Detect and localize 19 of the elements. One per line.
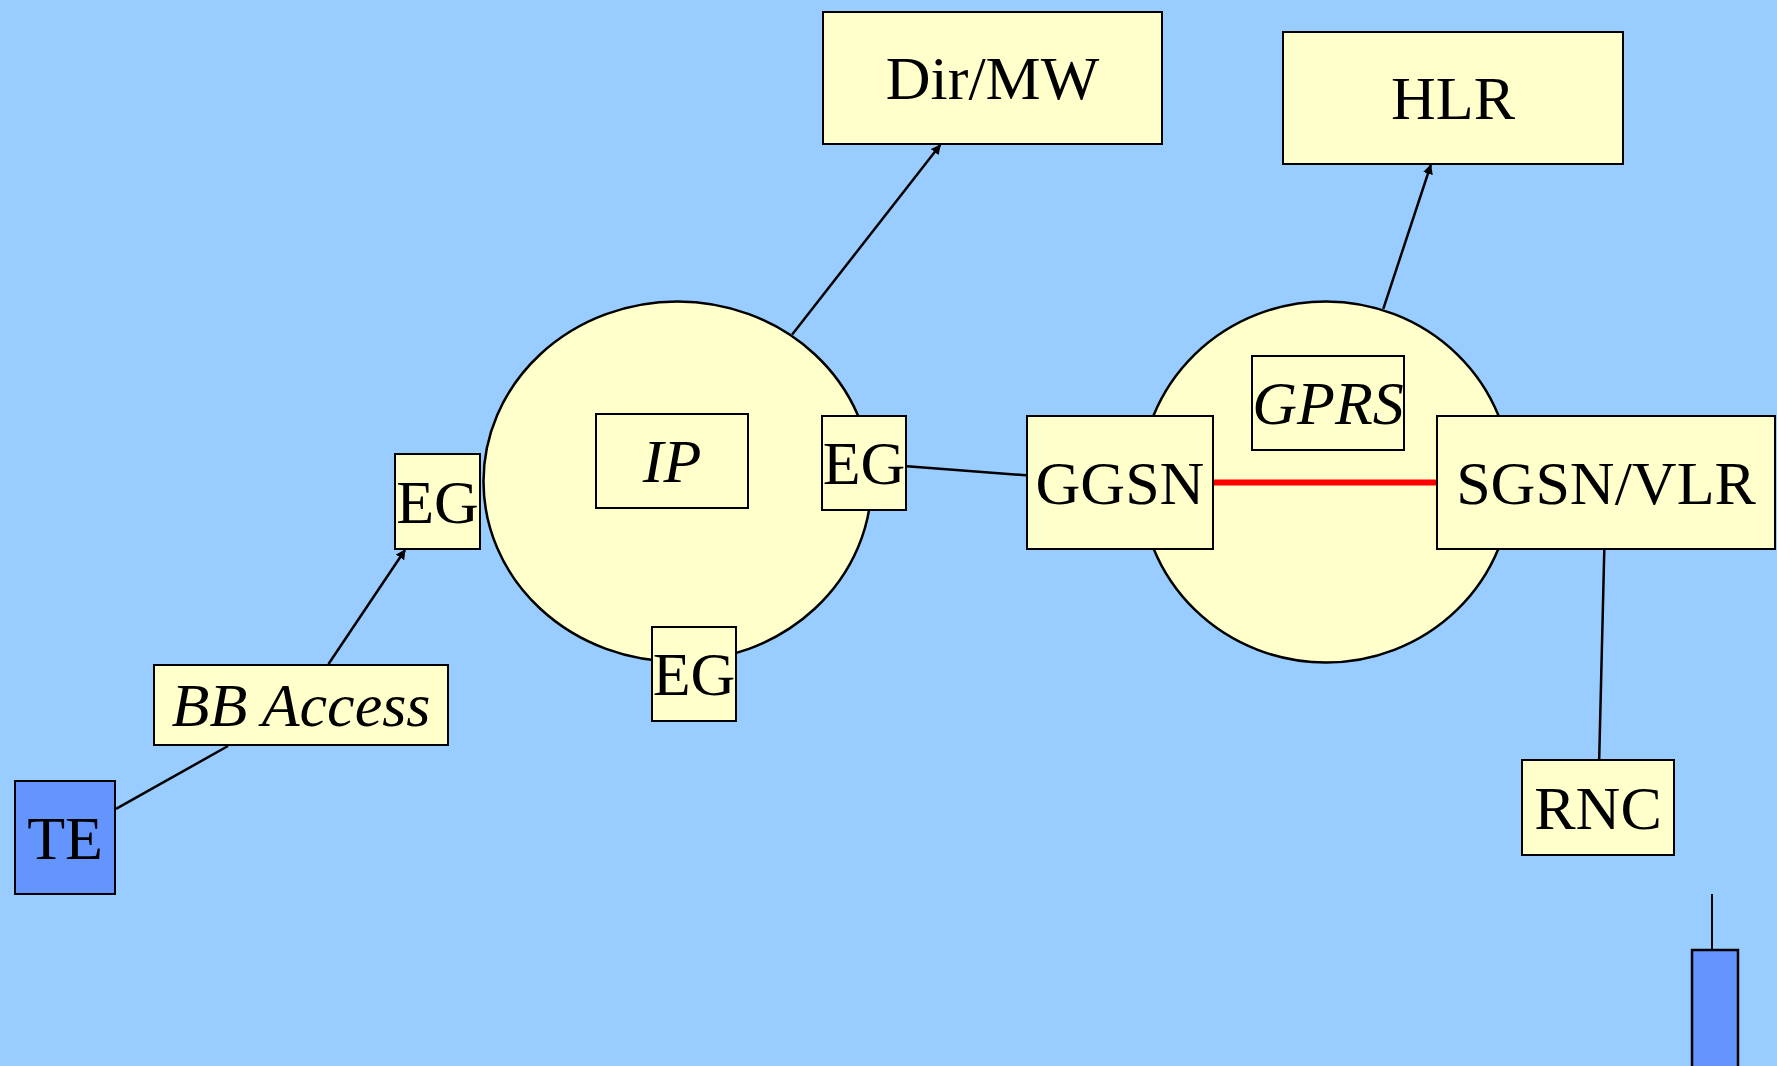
arrow xyxy=(791,144,942,336)
network-element-box: BB Access xyxy=(153,664,449,746)
connector-line xyxy=(115,744,229,810)
connector-line xyxy=(906,465,1027,477)
network-element-box: GPRS xyxy=(1251,355,1405,451)
network-element-box: TE xyxy=(14,780,116,895)
arrow xyxy=(327,549,407,665)
network-element-box: Dir/MW xyxy=(822,11,1163,145)
network-element-box: EG xyxy=(821,415,907,511)
network-element-box: EG xyxy=(394,453,481,550)
network-element-box: RNC xyxy=(1521,759,1675,856)
network-element-box: SGSN/VLR xyxy=(1436,415,1776,550)
network-element-box: IP xyxy=(595,413,749,509)
connector-line xyxy=(1214,479,1436,486)
arrow xyxy=(1382,164,1433,310)
network-element-box: HLR xyxy=(1282,31,1624,165)
network-element-box: GGSN xyxy=(1026,415,1214,550)
connector-line xyxy=(1597,549,1606,760)
network-element-box: EG xyxy=(651,626,737,722)
